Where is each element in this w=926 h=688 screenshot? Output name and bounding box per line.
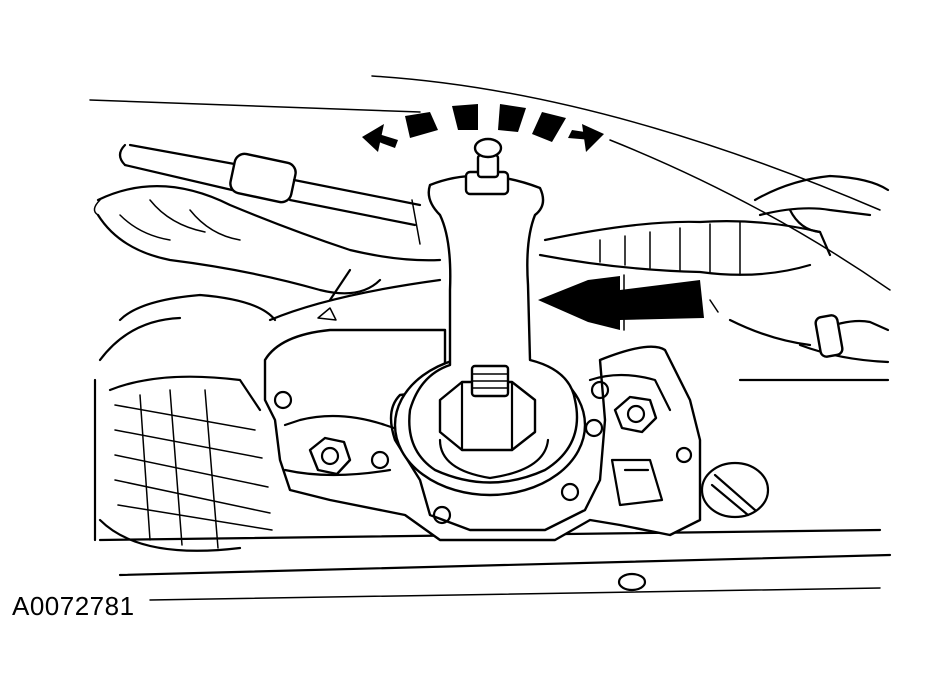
transmission-case (93, 268, 442, 552)
figure-id-label: A0072781 (12, 591, 135, 621)
special-tool (393, 137, 587, 497)
mounting-plate (263, 328, 770, 542)
direction-arrow-icon (538, 274, 719, 331)
rotation-arrows-icon (362, 104, 604, 152)
hose-assembly (93, 143, 442, 295)
background-structure (89, 75, 892, 601)
right-hose (538, 174, 890, 382)
